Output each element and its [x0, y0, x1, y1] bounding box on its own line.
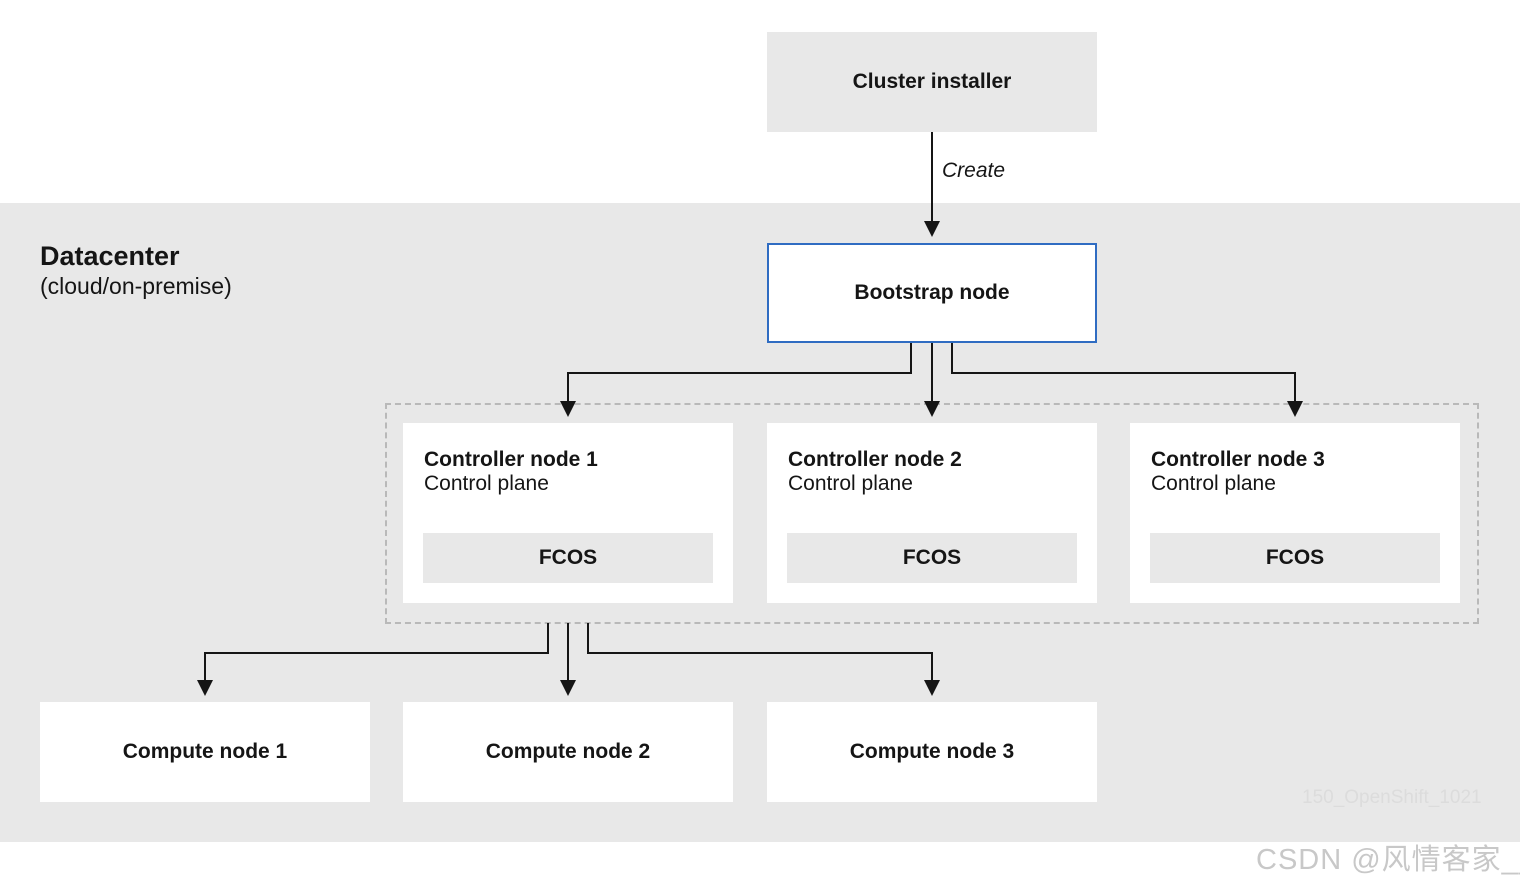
- arrow-bootstrap-to-controller-1: [567, 343, 912, 401]
- datacenter-title: Datacenter: [40, 241, 180, 271]
- arrowhead-controller-3: [1287, 401, 1303, 417]
- controller-node-2: Controller node 2 Control plane FCOS: [767, 423, 1097, 603]
- compute-node-2: Compute node 2: [403, 702, 733, 802]
- controller-node-title: Controller node 2: [788, 448, 962, 471]
- compute-node-label: Compute node 3: [849, 740, 1015, 763]
- controller-node-title: Controller node 1: [424, 448, 598, 471]
- arrow-controllers-to-compute-1: [204, 623, 549, 680]
- fcos-box: FCOS: [423, 533, 713, 583]
- compute-node-label: Compute node 2: [485, 740, 651, 763]
- bootstrap-node-label: Bootstrap node: [854, 281, 1010, 304]
- fcos-box: FCOS: [1150, 533, 1440, 583]
- create-edge-label: Create: [942, 159, 1006, 182]
- fcos-label: FCOS: [538, 546, 598, 569]
- bootstrap-node-box: Bootstrap node: [767, 243, 1097, 343]
- datacenter-subtitle: (cloud/on-premise): [40, 273, 232, 299]
- arrowhead-compute-1: [197, 680, 213, 696]
- controller-node-role: Control plane: [424, 472, 549, 495]
- compute-node-label: Compute node 1: [122, 740, 288, 763]
- arrowhead-controller-1: [560, 401, 576, 417]
- controller-node-title: Controller node 3: [1151, 448, 1325, 471]
- fcos-label: FCOS: [1265, 546, 1325, 569]
- controller-node-3: Controller node 3 Control plane FCOS: [1130, 423, 1460, 603]
- cluster-installer-label: Cluster installer: [852, 70, 1012, 93]
- arrowhead-compute-2: [560, 680, 576, 696]
- arrowhead-compute-3: [924, 680, 940, 696]
- figure-id-watermark: 150_OpenShift_1021: [1302, 787, 1482, 808]
- compute-node-3: Compute node 3: [767, 702, 1097, 802]
- controller-node-role: Control plane: [788, 472, 913, 495]
- cluster-installer-box: Cluster installer: [767, 32, 1097, 132]
- fcos-box: FCOS: [787, 533, 1077, 583]
- compute-node-1: Compute node 1: [40, 702, 370, 802]
- controller-node-role: Control plane: [1151, 472, 1276, 495]
- controller-node-1: Controller node 1 Control plane FCOS: [403, 423, 733, 603]
- arrowhead-installer-to-bootstrap: [924, 221, 940, 237]
- csdn-watermark: CSDN @风情客家__: [1256, 844, 1520, 876]
- arrow-bootstrap-to-controller-3: [951, 343, 1296, 401]
- arrow-controllers-to-compute-3: [587, 623, 933, 680]
- arrowhead-controller-2: [924, 401, 940, 417]
- fcos-label: FCOS: [902, 546, 962, 569]
